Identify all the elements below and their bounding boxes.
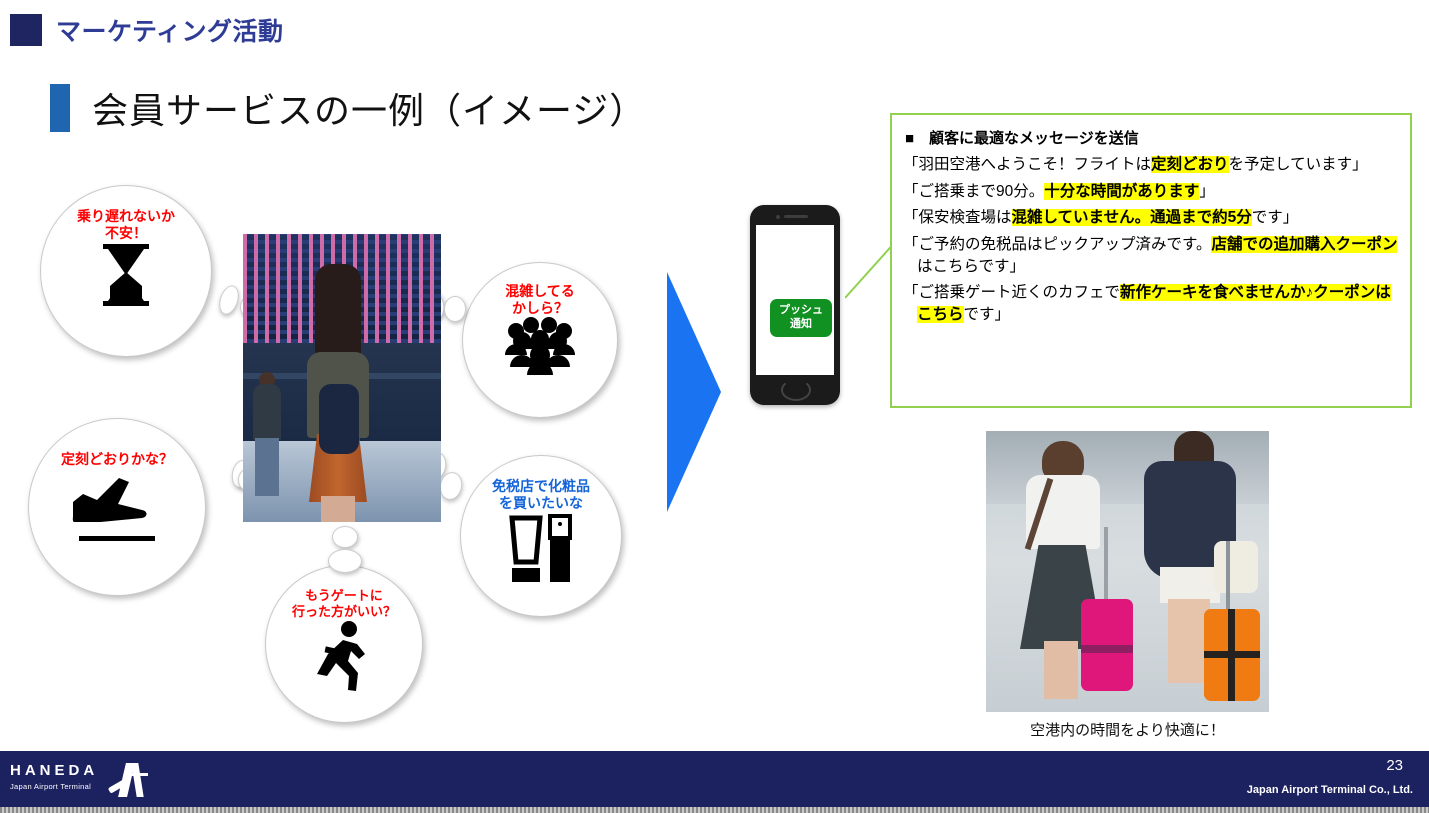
message-text: 」 xyxy=(1199,182,1215,200)
message-highlight: 十分な時間があります xyxy=(1044,182,1200,200)
message-text: です」 xyxy=(963,306,1011,324)
bubble-text: 定刻どおりかな？ xyxy=(61,451,173,467)
cosmetics-icon xyxy=(504,512,578,588)
message-box-heading: ■ 顧客に最適なメッセージを送信 xyxy=(905,130,1139,147)
message-highlight: 店舗での追加購入クーポン xyxy=(1211,236,1398,254)
bubble-tail-icon xyxy=(332,526,358,548)
message-text: 「羽田空港へようこそ！フライトは xyxy=(903,156,1152,173)
bubble-tail-icon xyxy=(328,549,362,573)
message-highlight: 定刻どおり xyxy=(1151,156,1229,173)
photo-caption: 空港内の時間をより快適に！ xyxy=(1030,722,1225,739)
message-text: はこちらです」 xyxy=(917,257,1026,275)
thought-bubble-on-time: 定刻どおりかな？ xyxy=(28,418,206,596)
orange-suitcase xyxy=(1204,609,1260,701)
hourglass-icon xyxy=(95,242,157,314)
bubble-text: 乗り遅れないか 不安！ xyxy=(77,208,175,242)
running-person-icon xyxy=(313,620,375,692)
thought-bubble-duty-free: 免税店で化粧品 を買いたいな xyxy=(460,455,622,617)
logo-sub-text: Japan Airport Terminal xyxy=(10,782,92,791)
earpiece-icon xyxy=(784,215,808,218)
woman-left-figure xyxy=(1014,441,1110,701)
message-text: 「ご搭乗ゲート近くのカフェで xyxy=(903,284,1121,302)
message-line: 「保安検査場は混雑していません。通過まで約5分です」 xyxy=(903,207,1399,229)
page-title-label: 会員サービスの一例（イメージ） xyxy=(92,90,647,131)
haneda-logo: HANEDA Japan Airport Terminal xyxy=(10,763,152,797)
message-text: 「ご予約の免税品はピックアップ済みです。 xyxy=(903,236,1212,254)
smartphone-mockup: プッシュ 通知 xyxy=(750,205,840,405)
airplane-departure-icon xyxy=(67,468,167,542)
page-title: 会員サービスの一例（イメージ） xyxy=(50,82,646,134)
message-highlight: 混雑していません。通過まで約5分 xyxy=(1011,209,1252,227)
bubble-text: もうゲートに 行った方がいい？ xyxy=(291,588,396,619)
white-handbag xyxy=(1214,541,1258,593)
page-number: 23 xyxy=(1386,757,1403,774)
section-kicker: マーケティング活動 xyxy=(10,12,284,48)
suitcase-handle-icon xyxy=(1226,541,1230,611)
front-camera-icon xyxy=(776,215,780,219)
pink-suitcase xyxy=(1081,599,1133,691)
message-line: 「ご予約の免税品はピックアップ済みです。店舗での追加購入クーポンはこちらです」 xyxy=(903,234,1399,277)
thought-bubble-worry-late: 乗り遅れないか 不安！ xyxy=(40,185,212,357)
kicker-marker-icon xyxy=(10,14,42,46)
message-text: です」 xyxy=(1251,209,1299,227)
push-notification-badge[interactable]: プッシュ 通知 xyxy=(770,299,832,337)
phone-screen: プッシュ 通知 xyxy=(756,225,834,375)
woman-right-figure xyxy=(1134,431,1244,703)
copyright-text: Japan Airport Terminal Co., Ltd. xyxy=(1246,784,1413,796)
home-button-icon[interactable] xyxy=(781,379,811,401)
message-line: 「ご搭乗ゲート近くのカフェで新作ケーキを食べませんか♪クーポンはこちらです」 xyxy=(903,282,1399,325)
thought-bubble-crowded: 混雑してる かしら？ xyxy=(462,262,618,418)
thought-bubble-go-to-gate: もうゲートに 行った方がいい？ xyxy=(265,565,423,723)
traveler-figure xyxy=(301,264,373,522)
message-text: 「ご搭乗まで90分。 xyxy=(903,182,1045,200)
traveler-photo xyxy=(243,234,441,522)
bubble-tail-icon xyxy=(444,296,466,322)
push-notification-label: プッシュ 通知 xyxy=(779,304,823,330)
bubble-text: 混雑してる かしら？ xyxy=(505,283,575,317)
crowd-of-people-icon xyxy=(503,317,577,376)
logo-main-text: HANEDA xyxy=(10,762,99,779)
message-line: 「ご搭乗まで90分。十分な時間があります」 xyxy=(903,181,1399,203)
flow-arrow-icon xyxy=(667,272,721,512)
message-text: 「保安検査場は xyxy=(903,209,1012,227)
connector-line xyxy=(845,240,898,299)
background-person xyxy=(251,372,283,502)
suitcase-handle-icon xyxy=(1104,527,1108,601)
title-marker-icon xyxy=(50,84,70,132)
bubble-text: 免税店で化粧品 を買いたいな xyxy=(492,478,590,512)
travelers-with-suitcases-photo xyxy=(986,431,1269,712)
message-text: を予定しています」 xyxy=(1228,156,1368,173)
message-examples-box: ■ 顧客に最適なメッセージを送信 「羽田空港へようこそ！フライトは定刻どおりを予… xyxy=(890,113,1412,408)
footer-strip xyxy=(0,807,1429,813)
haneda-mark-icon xyxy=(106,763,152,797)
bubble-tail-icon xyxy=(215,282,243,318)
message-line: 「羽田空港へようこそ！フライトは定刻どおりを予定しています」 xyxy=(903,154,1399,176)
slide-footer: HANEDA Japan Airport Terminal 23 Japan A… xyxy=(0,751,1429,807)
kicker-label: マーケティング活動 xyxy=(56,18,284,46)
